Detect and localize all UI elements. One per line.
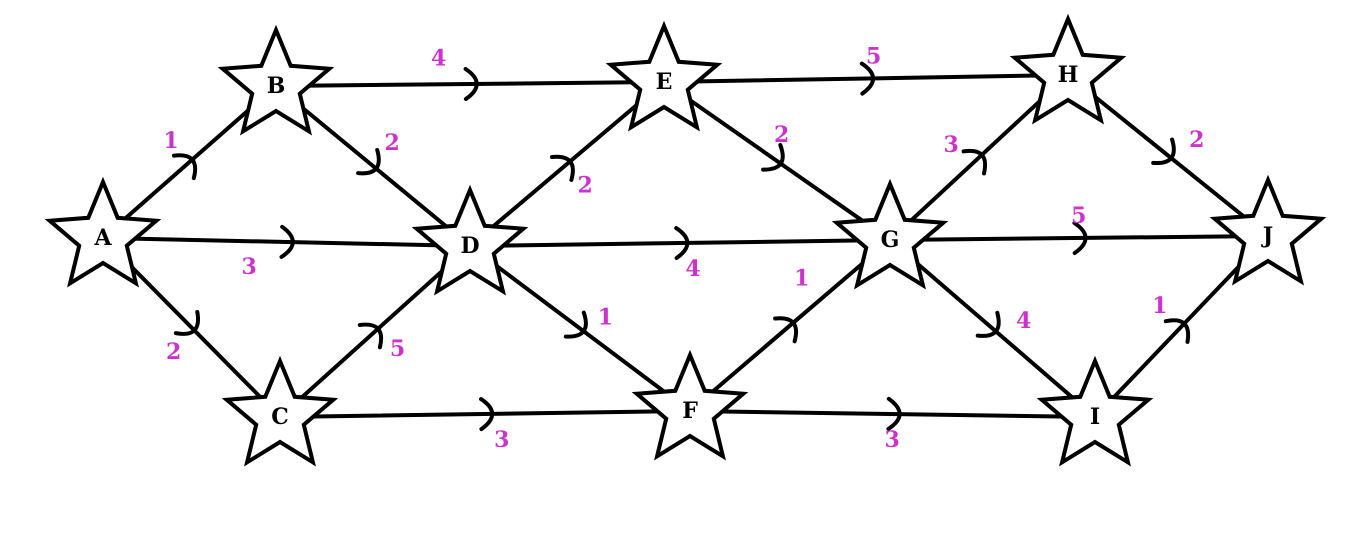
weight-label-f-i: 3	[884, 427, 899, 453]
weight-label-d-e: 2	[577, 172, 592, 198]
weight-label-f-g: 1	[794, 266, 809, 292]
star-icon	[605, 20, 723, 132]
weight-label-b-d: 2	[384, 130, 399, 156]
edge-g-h-arrow-icon	[961, 148, 987, 176]
weight-label-b-e: 4	[431, 45, 446, 71]
star-icon	[1009, 13, 1127, 125]
weight-label-a-b: 1	[163, 128, 178, 154]
star-icon	[631, 349, 749, 461]
node-c: C	[221, 355, 339, 467]
edge-e-g	[662, 80, 892, 242]
edge-e-h	[662, 73, 1070, 84]
node-label-b: B	[267, 73, 286, 99]
weight-label-h-j: 2	[1189, 127, 1204, 153]
edges-layer	[101, 73, 1270, 419]
edge-d-f-arrow-icon	[563, 310, 588, 339]
edge-c-d	[278, 244, 472, 419]
node-g: G	[831, 178, 949, 290]
edge-a-c-arrow-icon	[173, 310, 201, 336]
edge-b-d-arrow-icon	[356, 148, 381, 176]
star-icon	[1036, 355, 1154, 467]
edge-c-f	[278, 409, 692, 419]
star-icon	[221, 355, 339, 467]
weights-layer: 1 3 2 4 2 5 3 2 4 1 5 2 1 3 3 5 4 2 1	[163, 43, 1204, 453]
edge-c-f-arrow-icon	[479, 397, 495, 432]
weight-label-a-d: 3	[242, 254, 257, 280]
node-i: I	[1036, 355, 1154, 467]
weight-label-g-i: 4	[1016, 308, 1031, 334]
edge-b-d	[274, 84, 472, 248]
edge-g-j-arrow-icon	[1072, 221, 1088, 255]
node-label-e: E	[656, 69, 673, 95]
edge-a-b-arrow-icon	[172, 153, 198, 181]
arrows-layer	[172, 61, 1191, 432]
star-icon	[831, 178, 949, 290]
nodes-layer: A B C D E F G H I J	[44, 13, 1327, 467]
edge-f-i-arrow-icon	[886, 396, 902, 431]
edge-d-e-arrow-icon	[550, 154, 575, 182]
weight-label-d-g: 4	[685, 256, 700, 282]
edge-e-g-arrow-icon	[761, 143, 785, 172]
edge-h-j-arrow-icon	[1151, 137, 1176, 165]
edge-g-j	[888, 234, 1270, 242]
node-j: J	[1209, 174, 1327, 286]
edge-d-g-arrow-icon	[674, 226, 690, 260]
edge-g-i	[888, 238, 1097, 419]
edge-f-g-arrow-icon	[773, 316, 799, 344]
node-b: B	[217, 24, 335, 136]
edge-b-e	[274, 80, 666, 88]
weight-label-a-c: 2	[166, 339, 181, 365]
edge-a-d-arrow-icon	[279, 224, 295, 259]
weight-label-i-j: 1	[1152, 293, 1167, 319]
node-label-h: H	[1058, 62, 1079, 88]
star-icon	[44, 176, 162, 288]
node-label-i: I	[1090, 404, 1100, 430]
edge-d-g	[468, 238, 892, 248]
weight-label-c-d: 5	[390, 336, 405, 362]
node-h: H	[1009, 13, 1127, 125]
edge-d-e	[468, 80, 666, 248]
node-d: D	[411, 184, 529, 296]
edge-i-j-arrow-icon	[1163, 318, 1191, 344]
edge-h-j	[1066, 73, 1270, 238]
weight-label-c-f: 3	[494, 427, 509, 453]
weight-label-d-f: 1	[598, 305, 613, 331]
edge-d-f	[468, 244, 692, 413]
node-a: A	[44, 176, 162, 288]
weight-label-e-h: 5	[866, 43, 881, 69]
node-label-a: A	[93, 225, 112, 251]
edge-e-h-arrow-icon	[859, 61, 876, 96]
node-label-j: J	[1261, 223, 1273, 249]
edge-b-e-arrow-icon	[463, 67, 479, 101]
star-icon	[217, 24, 335, 136]
node-label-d: D	[460, 233, 479, 259]
node-label-f: F	[682, 398, 698, 424]
weight-label-g-j: 5	[1071, 203, 1086, 229]
edge-f-g	[688, 238, 892, 413]
edge-a-d	[101, 236, 472, 248]
weight-label-g-h: 3	[943, 132, 958, 158]
node-label-g: G	[881, 227, 900, 253]
edge-f-i	[688, 409, 1097, 419]
edge-c-d-arrow-icon	[357, 322, 384, 350]
node-f: F	[631, 349, 749, 461]
weight-label-e-g: 2	[774, 122, 789, 148]
star-icon	[1209, 174, 1327, 286]
node-e: E	[605, 20, 723, 132]
edge-g-i-arrow-icon	[975, 310, 1001, 338]
node-label-c: C	[271, 404, 289, 430]
star-icon	[411, 184, 529, 296]
